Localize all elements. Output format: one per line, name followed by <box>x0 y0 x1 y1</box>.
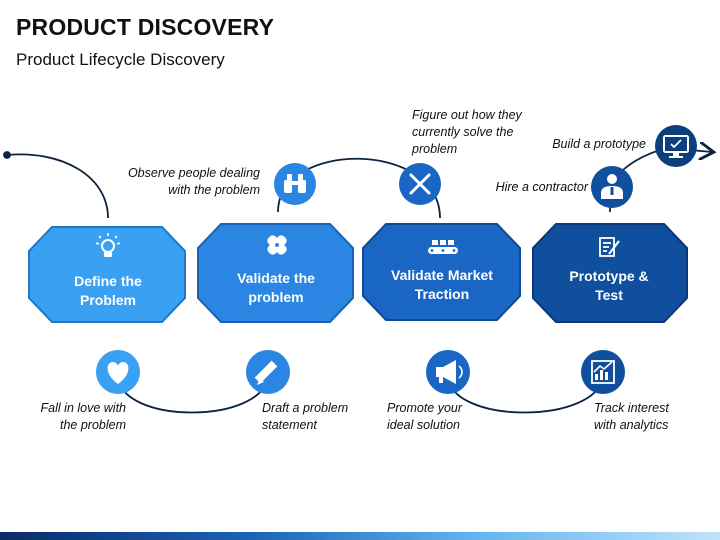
contractor-icon <box>601 174 623 199</box>
connector-bottom-1 <box>117 374 269 414</box>
annotation-hire: Hire a contractor <box>495 180 588 194</box>
annotation-promote: Promote your ideal solution <box>387 401 463 432</box>
connector-start <box>6 153 109 219</box>
observe-icon-circle <box>274 163 316 205</box>
monitor-icon <box>663 135 689 158</box>
page-subtitle: Product Lifecycle Discovery <box>16 50 225 69</box>
page-title: PRODUCT DISCOVERY <box>16 14 275 40</box>
stage-3-label-line-1: Validate Market <box>391 267 493 283</box>
track-icon-circle <box>581 350 625 394</box>
fall-in-love-icon-circle <box>96 350 140 394</box>
stage-2-label: Validate the problem <box>210 269 342 307</box>
conveyor-icon <box>428 240 458 254</box>
stage-4-label-line-2: Test <box>595 287 623 303</box>
stage-define-the-problem <box>28 226 186 323</box>
figure-out-icon-circle <box>399 163 441 205</box>
hire-icon-circle <box>591 166 633 208</box>
stage-1-label-line-2: Problem <box>79 292 136 308</box>
stage-4-label: Prototype & Test <box>543 267 675 305</box>
analytics-icon <box>591 360 615 384</box>
tools-icon <box>409 173 431 195</box>
annotation-fall-in-love: Fall in love with the problem <box>40 401 126 432</box>
stage-1-label: Define the Problem <box>47 272 169 310</box>
build-icon-circle <box>655 125 697 167</box>
binoculars-icon <box>284 174 306 193</box>
megaphone-icon <box>436 360 463 384</box>
stage-2-label-line-1: Validate the <box>237 270 315 286</box>
checklist-icon <box>599 237 620 257</box>
annotation-build: Build a prototype <box>552 137 646 151</box>
lightbulb-icon <box>95 233 121 257</box>
stage-validate-market-traction <box>362 223 521 321</box>
annotation-draft: Draft a problem statement <box>262 401 349 432</box>
bandage-icon <box>267 235 287 255</box>
draft-icon-circle <box>246 350 290 394</box>
stage-prototype-and-test <box>532 223 688 323</box>
stage-2-label-line-2: problem <box>248 289 304 305</box>
pencil-icon <box>254 360 278 385</box>
annotation-observe: Observe people dealing with the problem <box>127 166 260 197</box>
heart-icon <box>107 362 129 384</box>
annotation-track: Track interest with analytics <box>594 401 669 432</box>
stage-4-label-line-1: Prototype & <box>569 268 649 284</box>
promote-icon-circle <box>426 350 470 394</box>
annotation-figure-out: Figure out how they currently solve the … <box>412 108 522 156</box>
bottom-gradient-bar <box>0 532 720 540</box>
stage-3-label-line-2: Traction <box>414 286 470 302</box>
stage-1-label-line-1: Define the <box>74 273 142 289</box>
stage-3-label: Validate Market Traction <box>372 266 512 304</box>
stage-validate-the-problem <box>197 223 354 323</box>
